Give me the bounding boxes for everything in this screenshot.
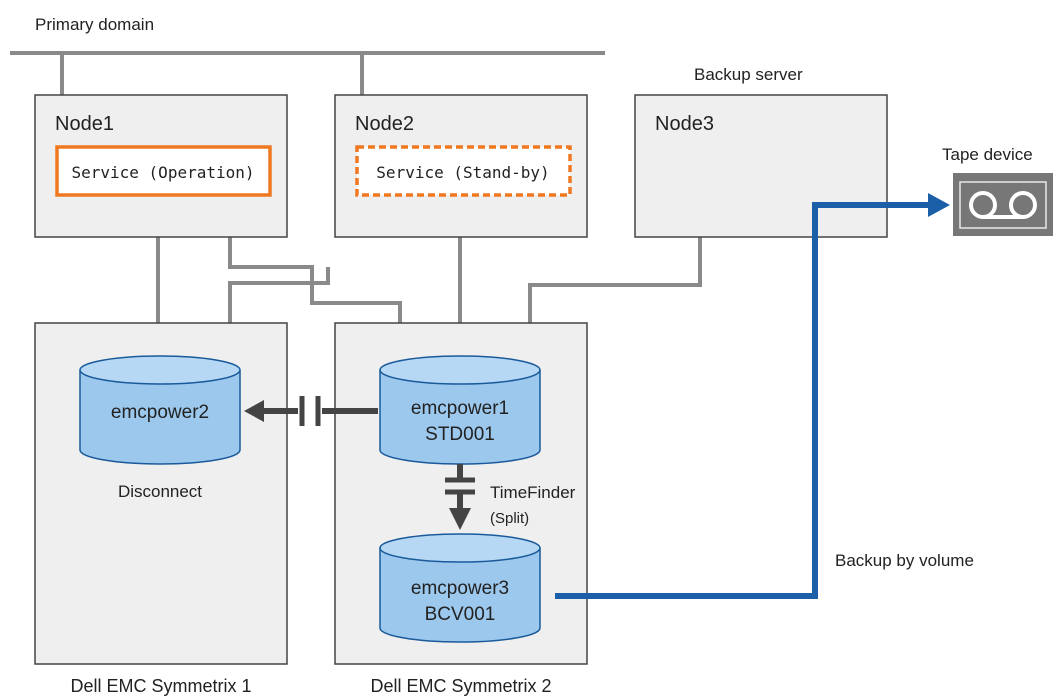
service-operation-label: Service (Operation) — [71, 163, 254, 182]
link-node2-sym1 — [228, 267, 330, 323]
disk-emcpower3-label: emcpower3 — [411, 578, 509, 599]
backup-by-volume-label: Backup by volume — [835, 551, 974, 570]
split-label: (Split) — [490, 510, 529, 527]
disconnect-label: Disconnect — [118, 482, 202, 501]
disk-emcpower1-label: emcpower1 — [411, 398, 509, 419]
disk-emcpower2: emcpower2 — [79, 355, 241, 465]
link-node1-sym2 — [228, 237, 402, 323]
node3-box — [634, 94, 888, 238]
timefinder-label: TimeFinder — [490, 483, 576, 502]
primary-domain-label: Primary domain — [35, 15, 154, 34]
san-connections — [156, 237, 702, 323]
tape-icon — [953, 173, 1053, 236]
backup-server-label: Backup server — [694, 65, 803, 84]
service-operation-box — [55, 145, 272, 197]
service-standby-box — [355, 145, 572, 197]
tape-device-label: Tape device — [942, 145, 1033, 164]
symmetrix2-label: Dell EMC Symmetrix 2 — [370, 676, 551, 696]
backup-path-arrow — [555, 193, 950, 599]
timefinder-split-arrow — [445, 464, 475, 530]
disk-emcpower1: emcpower1 STD001 — [379, 355, 541, 465]
link-node3-sym2 — [528, 237, 702, 323]
disk-emcpower2-label: emcpower2 — [111, 402, 209, 423]
disk-bcv001-label: BCV001 — [425, 604, 496, 625]
node2-label: Node2 — [355, 113, 414, 135]
node3-label: Node3 — [655, 113, 714, 135]
service-standby-label: Service (Stand-by) — [376, 163, 549, 182]
symmetrix1-label: Dell EMC Symmetrix 1 — [70, 676, 251, 696]
disk-std001-label: STD001 — [425, 424, 495, 445]
node1-label: Node1 — [55, 113, 114, 135]
disconnected-link-arrow — [244, 396, 378, 426]
disk-emcpower3: emcpower3 BCV001 — [379, 533, 541, 643]
